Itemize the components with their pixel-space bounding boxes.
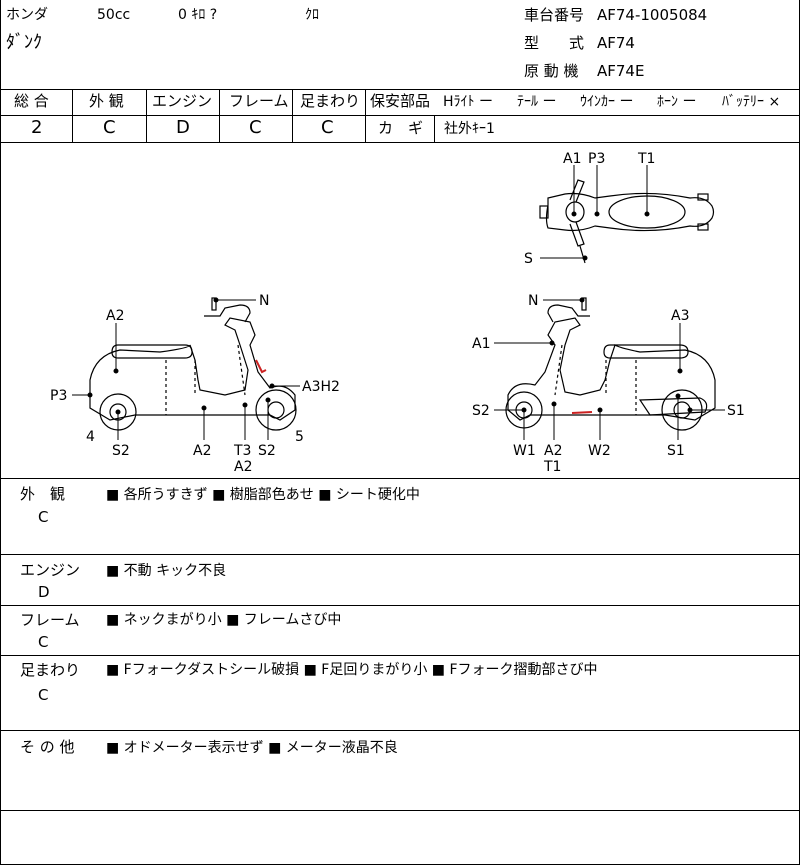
label-p3: P3 xyxy=(588,151,605,167)
label-s1: S1 xyxy=(727,403,745,419)
label-s2: S2 xyxy=(258,443,276,459)
remark-grade: D xyxy=(38,583,50,601)
key-label: カ ギ xyxy=(378,119,424,137)
top-view-scooter xyxy=(539,179,715,264)
label-a2: A2 xyxy=(234,459,252,475)
label-5: 5 xyxy=(295,429,304,445)
label-p3: P3 xyxy=(50,388,67,404)
divider xyxy=(0,478,800,479)
divider xyxy=(0,554,800,555)
label-s2: S2 xyxy=(112,443,130,459)
maker: ホンダ xyxy=(6,7,48,23)
remark-label: 外 観 xyxy=(20,485,66,503)
grade-suspension: C xyxy=(321,117,334,138)
divider xyxy=(219,89,220,142)
divider xyxy=(365,89,366,142)
safety-taillight: ﾃｰﾙ ー xyxy=(517,94,557,110)
type-label: 型 式 xyxy=(524,34,585,52)
divider xyxy=(434,115,435,142)
remark-text: ■ Fフォークダストシール破損 ■ F足回りまがり小 ■ Fフォーク摺動部さび中 xyxy=(106,662,598,678)
color: ｸﾛ xyxy=(305,7,319,23)
divider xyxy=(146,89,147,142)
divider xyxy=(0,142,800,143)
label-s: S xyxy=(524,251,533,267)
label-a3: A3 xyxy=(671,308,689,324)
safety-label: 保安部品 xyxy=(370,92,431,110)
frame-no-label: 車台番号 xyxy=(524,6,585,24)
grade-header-suspension: 足まわり xyxy=(300,92,361,110)
divider xyxy=(292,89,293,142)
safety-horn: ﾎｰﾝ ー xyxy=(657,94,697,110)
divider xyxy=(0,730,800,731)
grade-total: 2 xyxy=(31,117,43,138)
label-w1: W1 xyxy=(513,443,536,459)
label-s1: S1 xyxy=(667,443,685,459)
label-4: 4 xyxy=(86,429,95,445)
divider xyxy=(0,89,800,90)
label-t3: T3 xyxy=(233,443,251,459)
remark-label: そ の 他 xyxy=(20,738,75,756)
label-s2: S2 xyxy=(472,403,490,419)
label-a2: A2 xyxy=(106,308,124,324)
safety-battery: ﾊﾞｯﾃﾘｰ × xyxy=(722,94,781,110)
remark-text: ■ 不動 キック不良 xyxy=(106,563,227,579)
label-a2: A2 xyxy=(544,443,562,459)
divider xyxy=(0,115,800,116)
remark-label: フレーム xyxy=(20,611,80,629)
label-t1: T1 xyxy=(543,459,561,475)
divider xyxy=(0,605,800,606)
divider xyxy=(0,810,800,811)
mileage: 0 ｷﾛ ? xyxy=(178,7,218,23)
label-a1: A1 xyxy=(563,151,581,167)
grade-header-frame: フレーム xyxy=(229,92,289,110)
damage-marks xyxy=(255,359,593,414)
model-name: ﾀﾞﾝｸ xyxy=(6,32,42,53)
displacement: 50cc xyxy=(97,7,131,23)
frame-no: AF74-1005084 xyxy=(597,6,708,24)
label-n: N xyxy=(528,293,538,309)
safety-winker: ｳｲﾝｶｰ ー xyxy=(580,94,634,110)
divider xyxy=(0,0,1,865)
safety-headlight: Hﾗｲﾄ ー xyxy=(443,94,493,110)
remark-text: ■ オドメーター表示せず ■ メーター液晶不良 xyxy=(106,740,398,756)
remark-grade: C xyxy=(38,633,49,651)
remark-label: エンジン xyxy=(20,561,81,579)
remark-grade: C xyxy=(38,508,49,526)
damage-diagram: A1 P3 T1 S N A2 P3 A3H2 4 5 S2 A2 T3 S2 … xyxy=(50,151,745,475)
remark-grade: C xyxy=(38,686,49,704)
label-t1: T1 xyxy=(637,151,655,167)
label-w2: W2 xyxy=(588,443,611,459)
type-value: AF74 xyxy=(597,34,635,52)
key-value: 社外ｷｰ1 xyxy=(444,121,495,137)
grade-header-engine: エンジン xyxy=(152,92,213,110)
remark-text: ■ 各所うすきず ■ 樹脂部色あせ ■ シート硬化中 xyxy=(106,487,420,503)
divider xyxy=(0,655,800,656)
grade-frame: C xyxy=(249,117,262,138)
engine-label: 原 動 機 xyxy=(524,62,579,80)
grade-header-total: 総 合 xyxy=(14,92,49,110)
label-n: N xyxy=(259,293,269,309)
grade-header-exterior: 外 観 xyxy=(89,92,124,110)
grade-exterior: C xyxy=(103,117,116,138)
grade-engine: D xyxy=(176,117,190,138)
label-a2: A2 xyxy=(193,443,211,459)
label-a3h2: A3H2 xyxy=(302,379,340,395)
remark-label: 足まわり xyxy=(20,661,81,679)
engine-value: AF74E xyxy=(597,62,645,80)
divider xyxy=(72,89,73,142)
remark-text: ■ ネックまがり小 ■ フレームさび中 xyxy=(106,612,342,628)
label-a1: A1 xyxy=(472,336,490,352)
